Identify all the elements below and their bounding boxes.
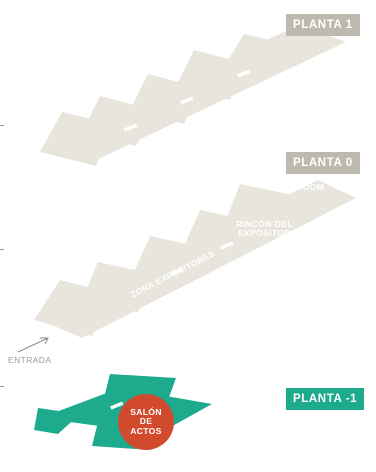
exhibitor-corner-label: RINCÓN DEL EXPOSITOR (236, 219, 293, 238)
floor-0-door (170, 267, 184, 276)
entrance-arrow (17, 337, 49, 353)
assembly-hall-badge: SALÓN DE ACTOS (118, 394, 174, 450)
level-tick (0, 249, 4, 250)
floor-1-wing-d (40, 112, 112, 166)
floor-1-door (237, 69, 251, 78)
floor-0-wing-e (34, 280, 108, 336)
basement-door (110, 401, 124, 410)
floor-0-wing-b (184, 210, 256, 258)
floor-minus-1-label: PLANTA -1 (286, 388, 365, 410)
floor-1-door (180, 96, 194, 105)
floor-0-door (220, 241, 234, 250)
entrance-label: ENTRADA (8, 355, 52, 365)
floor-1-wing-e (228, 34, 296, 72)
floor-1-label: PLANTA 1 (286, 14, 360, 36)
level-tick (0, 125, 4, 126)
floor-0-wing-c (134, 236, 206, 284)
showroom-label: SHOWROOM (268, 182, 325, 192)
floor-1-plan (40, 24, 346, 166)
level-tick (0, 386, 4, 387)
basement-corridor-end (34, 408, 80, 434)
floor-0-plan (34, 180, 356, 338)
floor-1-door (124, 123, 138, 132)
assembly-hall-label: SALÓN DE ACTOS (130, 406, 162, 436)
floor-0-door (116, 321, 130, 330)
floor-0-label: PLANTA 0 (286, 152, 360, 174)
